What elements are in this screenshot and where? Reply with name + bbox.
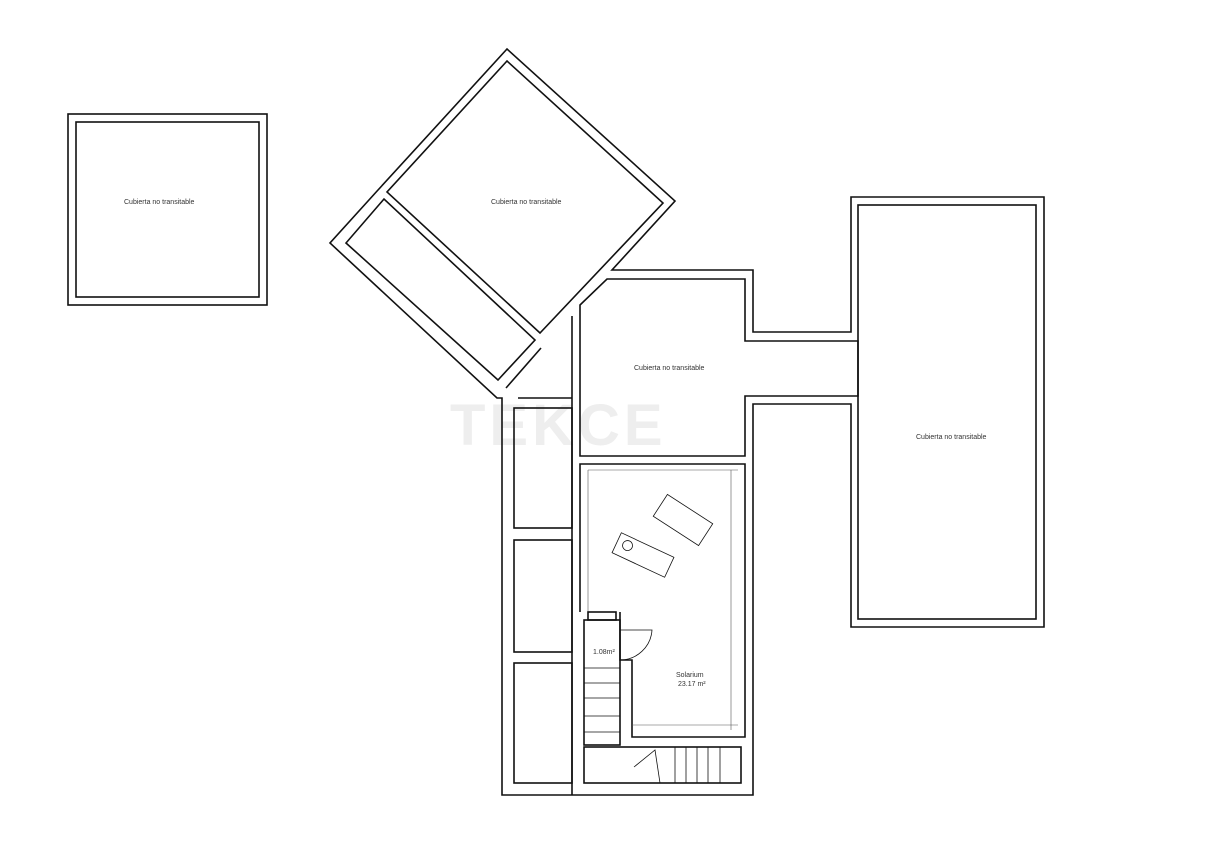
solarium	[579, 463, 746, 738]
roof-2	[328, 47, 1045, 796]
watermark: TEKCE	[450, 393, 667, 458]
roof-4	[857, 204, 1037, 620]
stair-room-area: 1.08m²	[593, 649, 615, 656]
roof-1-label: Cubierta no transitable	[124, 199, 195, 206]
solarium-area: 23.17 m²	[678, 681, 706, 688]
roof-3-label: Cubierta no transitable	[634, 365, 705, 372]
planters	[513, 407, 573, 784]
stairs	[583, 611, 742, 784]
roof-3	[571, 278, 859, 795]
roof-2-label: Cubierta no transitable	[491, 199, 562, 206]
roof-4-label: Cubierta no transitable	[916, 434, 987, 441]
roof-1	[67, 113, 268, 306]
solarium-label: Solarium	[676, 672, 704, 679]
